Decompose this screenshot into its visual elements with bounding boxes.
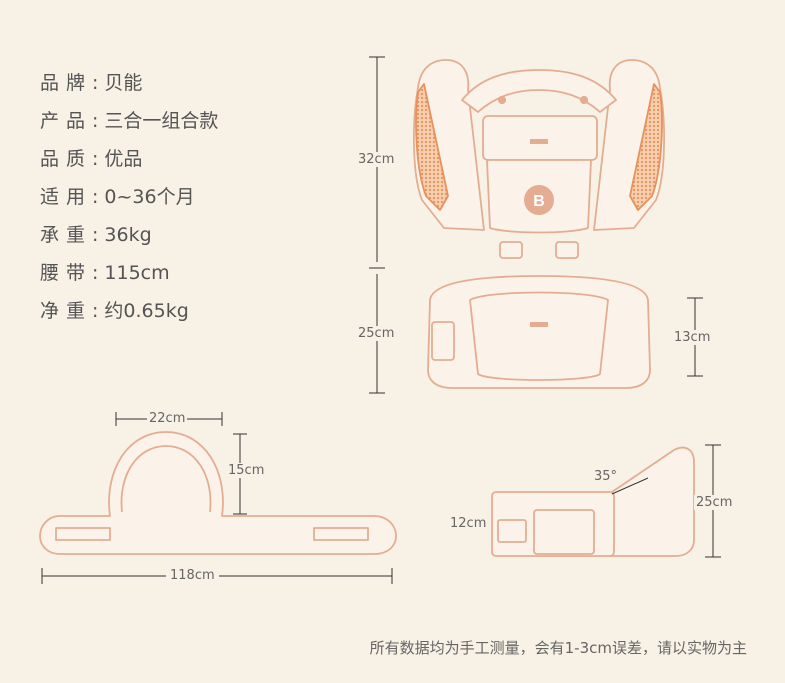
spec-colon: : [92, 300, 99, 322]
right-buckle [555, 241, 579, 259]
spec-colon: : [92, 148, 99, 170]
seat-center-pad [469, 291, 609, 381]
spec-value: 三合一组合款 [104, 110, 219, 132]
dim-stool-angle: 35° [594, 469, 618, 484]
measurement-footnote: 所有数据均为手工测量，会有1-3cm误差，请以实物为主 [369, 639, 747, 657]
dim-belt-arch-height: 15cm [226, 463, 267, 478]
spec-key: 品牌 [40, 72, 93, 94]
spec-key: 产品 [40, 110, 93, 132]
spec-value: 36kg [104, 224, 152, 246]
dim-carrier-height-upper: 32cm [356, 152, 397, 167]
spec-colon: : [92, 224, 99, 246]
spec-key: 适用 [40, 186, 93, 208]
hipseat-side-view [491, 446, 695, 557]
dim-stool-front-height: 12cm [450, 516, 487, 531]
spec-key: 腰带 [40, 262, 93, 284]
dim-belt-arch-width: 22cm [147, 411, 188, 426]
belt-flat-view [39, 431, 397, 555]
spec-value: 约0.65kg [104, 300, 189, 322]
spec-key: 品质 [40, 148, 93, 170]
seat-label [530, 322, 548, 327]
spec-value: 115cm [104, 262, 170, 284]
belt-arch-inner [120, 445, 212, 513]
hipseat-body [609, 446, 695, 557]
carrier-front-view: B [413, 59, 665, 389]
dim-line-stool-angle [611, 477, 649, 495]
belt-left-strap [55, 527, 111, 541]
spec-value: 贝能 [104, 72, 143, 94]
spec-key: 净重 [40, 300, 93, 322]
hipseat-tab [497, 519, 527, 543]
spec-colon: : [92, 72, 99, 94]
spec-colon: : [92, 186, 99, 208]
dim-carrier-height-lower: 25cm [356, 326, 397, 341]
belt-outline [39, 431, 397, 555]
left-snap-button [497, 95, 507, 105]
right-mesh-padding [629, 83, 663, 211]
logo-letter: B [533, 193, 545, 210]
logo-badge [524, 185, 554, 215]
spec-row-quality: 品质:优品 [40, 140, 218, 178]
spec-row-belt: 腰带:115cm [40, 254, 218, 292]
spec-value: 0~36个月 [104, 186, 195, 208]
hood-pocket [482, 115, 598, 161]
spec-row-age: 适用:0~36个月 [40, 178, 218, 216]
dim-stool-height: 25cm [694, 495, 735, 510]
carrier-hood [461, 69, 617, 113]
spec-row-load: 承重:36kg [40, 216, 218, 254]
spec-row-weight: 净重:约0.65kg [40, 292, 218, 330]
spec-key: 承重 [40, 224, 93, 246]
spec-row-product: 产品:三合一组合款 [40, 102, 218, 140]
spec-list: 品牌:贝能 产品:三合一组合款 品质:优品 适用:0~36个月 承重:36kg … [40, 64, 218, 330]
spec-colon: : [92, 110, 99, 132]
left-buckle [499, 241, 523, 259]
spec-value: 优品 [104, 148, 143, 170]
left-mesh-padding [415, 83, 449, 211]
dim-seat-height: 13cm [672, 330, 713, 345]
side-pocket [431, 321, 455, 361]
spec-row-brand: 品牌:贝能 [40, 64, 218, 102]
hipseat-pocket [533, 509, 595, 555]
spec-colon: : [92, 262, 99, 284]
dim-belt-length: 118cm [166, 568, 219, 583]
right-snap-button [579, 95, 589, 105]
belt-right-strap [313, 527, 369, 541]
pocket-label [530, 139, 548, 144]
